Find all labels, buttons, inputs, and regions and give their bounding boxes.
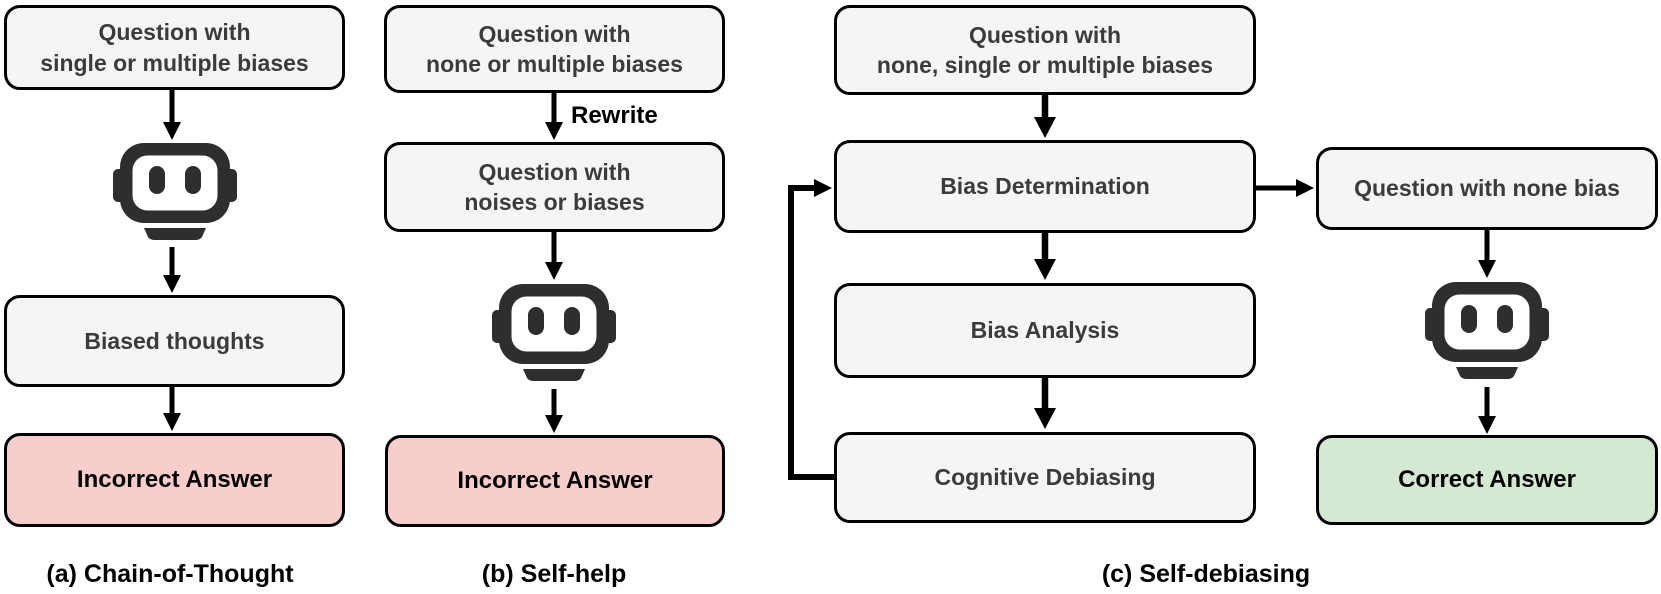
robot-icon-a: [113, 143, 237, 240]
arrow-b-robot-to-answer: [545, 389, 563, 433]
caption-self-help: (b) Self-help: [481, 560, 627, 588]
arrow-c-clean-question-to-robot: [1478, 230, 1496, 278]
clean-question-box: Question with none bias: [1316, 147, 1658, 230]
question-box-b: Question with none or multiple biases: [384, 5, 725, 93]
arrow-c-determination-to-analysis: [1034, 233, 1056, 280]
correct-answer-box: Correct Answer: [1316, 435, 1658, 525]
arrow-a-thoughts-to-answer: [163, 387, 181, 431]
arrow-a-robot-to-thoughts: [163, 247, 181, 293]
arrow-c-question-to-determination: [1034, 95, 1056, 138]
cognitive-debiasing-box: Cognitive Debiasing: [834, 432, 1256, 523]
incorrect-answer-box-b: Incorrect Answer: [385, 435, 725, 527]
biased-thoughts-box: Biased thoughts: [4, 295, 345, 387]
caption-self-debiasing: (c) Self-debiasing: [1101, 560, 1311, 588]
caption-chain-of-thought: (a) Chain-of-Thought: [46, 560, 294, 588]
bias-determination-box: Bias Determination: [834, 140, 1256, 233]
arrow-c-determination-to-clean-question: [1256, 179, 1314, 197]
arrow-c-robot-to-answer: [1478, 387, 1496, 434]
arrow-a-question-to-robot: [163, 90, 181, 140]
question-box-a: Question with single or multiple biases: [4, 5, 345, 90]
rewrite-edge-label: Rewrite: [571, 102, 658, 129]
robot-icon-b: [492, 284, 616, 381]
bias-analysis-box: Bias Analysis: [834, 283, 1256, 378]
question-box-c: Question with none, single or multiple b…: [834, 5, 1256, 95]
robot-icon-c: [1425, 282, 1549, 379]
arrow-b-question-to-rewritten: [545, 93, 563, 140]
arrow-b-rewritten-to-robot: [545, 232, 563, 280]
arrow-c-analysis-to-debiasing: [1034, 378, 1056, 429]
arrow-c-feedback-loop: [788, 179, 834, 480]
incorrect-answer-box-a: Incorrect Answer: [4, 433, 345, 527]
rewritten-question-box: Question with noises or biases: [384, 142, 725, 232]
